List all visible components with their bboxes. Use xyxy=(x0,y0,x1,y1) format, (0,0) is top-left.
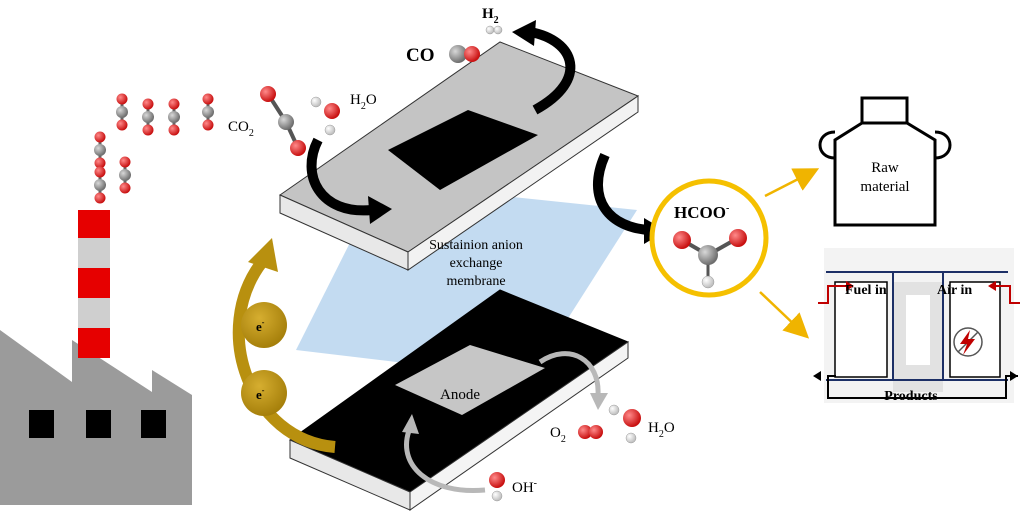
co-molecule xyxy=(449,45,480,63)
raw-material-label-line2: material xyxy=(860,179,909,195)
co2-molecule xyxy=(260,86,306,156)
formate-molecule xyxy=(673,229,747,289)
lightning-bolt-icon xyxy=(953,327,983,357)
smoke-co2-molecule xyxy=(94,131,106,169)
formate-label: HCOO- xyxy=(674,203,729,222)
products-label: Products xyxy=(884,389,938,404)
electron-label-1: e- xyxy=(256,318,265,334)
hydroxide-to-anode-arrow xyxy=(402,414,486,494)
smoke-co2-molecule xyxy=(142,98,154,136)
raw-material-label-line1: Raw xyxy=(871,160,899,176)
h2o-molecule-bottom xyxy=(608,404,641,444)
smoke-co2-molecule xyxy=(116,93,128,131)
membrane-label-line2: exchange xyxy=(450,256,503,271)
h2-label: H2 xyxy=(482,6,499,26)
o2-label: O2 xyxy=(550,425,566,445)
membrane-label-line1: Sustainion anion xyxy=(429,238,523,253)
cathode-to-co-arrow xyxy=(512,20,576,115)
to-raw-material-arrow xyxy=(764,168,820,198)
h2o-molecule-top xyxy=(310,96,340,136)
co2-smoke-molecules xyxy=(94,93,214,204)
smoke-co2-molecule xyxy=(94,166,106,204)
h2o-label-bottom: H2O xyxy=(648,420,675,440)
electron-label-2: e- xyxy=(256,386,265,402)
membrane-label-line3: membrane xyxy=(446,274,505,289)
air-in-label: Air in xyxy=(937,283,972,298)
smoke-co2-molecule xyxy=(168,98,180,136)
factory-icon xyxy=(0,330,192,505)
to-fuel-cell-arrow xyxy=(759,291,810,339)
smoke-co2-molecule xyxy=(202,93,214,131)
hydroxide-molecule xyxy=(489,472,505,502)
co-label: CO xyxy=(406,45,435,66)
chimney-icon xyxy=(78,210,110,358)
anode-label: Anode xyxy=(440,387,480,403)
co2-label: CO2 xyxy=(228,119,254,139)
formate-highlight-ring xyxy=(649,178,769,298)
electron-circle-1 xyxy=(241,302,287,348)
h2-molecule xyxy=(485,25,503,35)
fuel-cell-icon xyxy=(813,248,1020,403)
electron-circle-2 xyxy=(241,370,287,416)
cathode-label: Cathode xyxy=(423,146,470,161)
anode-plate xyxy=(288,289,630,511)
o2-molecule xyxy=(578,425,603,439)
co2-to-cathode-arrow xyxy=(306,137,392,224)
smoke-co2-molecule xyxy=(119,156,131,194)
fuel-in-label: Fuel in xyxy=(845,283,887,298)
hydroxide-label: OH- xyxy=(512,478,537,496)
milk-can-icon xyxy=(818,96,952,227)
h2o-label-top: H2O xyxy=(350,92,377,112)
anode-to-products-arrow xyxy=(538,351,608,410)
